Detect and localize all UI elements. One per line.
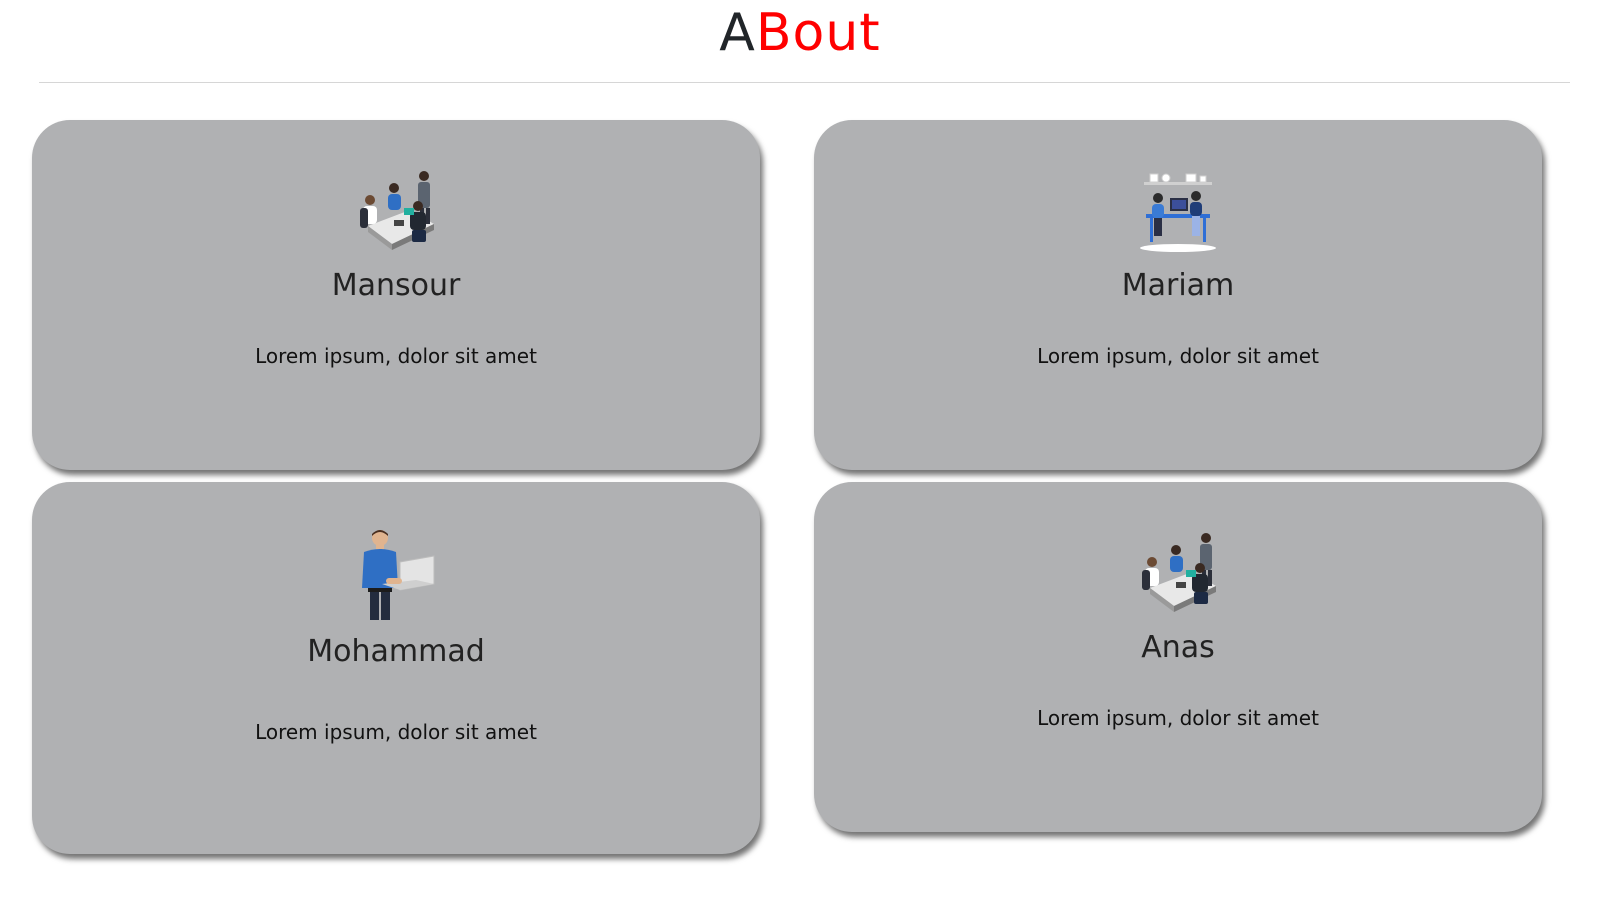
title-divider (39, 82, 1570, 83)
page-title: ABout (0, 2, 1600, 64)
page-title-first: A (719, 3, 756, 63)
card-name: Mohammad (307, 634, 485, 669)
profile-card-mohammad: Mohammad Lorem ipsum, dolor sit amet (32, 482, 760, 854)
profile-card-anas: Anas Lorem ipsum, dolor sit amet (814, 482, 1542, 832)
developers-desk-illustration (1130, 164, 1226, 260)
card-name: Mariam (1121, 268, 1235, 303)
team-meeting-illustration (348, 164, 444, 260)
team-meeting-illustration (1130, 526, 1226, 622)
card-name: Mansour (331, 268, 461, 303)
profile-card-mansour: Mansour Lorem ipsum, dolor sit amet (32, 120, 760, 470)
man-with-laptop-illustration (348, 526, 444, 622)
card-description: Lorem ipsum, dolor sit amet (255, 720, 537, 744)
card-description: Lorem ipsum, dolor sit amet (1037, 706, 1319, 730)
card-description: Lorem ipsum, dolor sit amet (255, 344, 537, 368)
card-name: Anas (1141, 630, 1215, 665)
profile-card-mariam: Mariam Lorem ipsum, dolor sit amet (814, 120, 1542, 470)
page-title-accent: Bout (755, 3, 881, 63)
card-description: Lorem ipsum, dolor sit amet (1037, 344, 1319, 368)
